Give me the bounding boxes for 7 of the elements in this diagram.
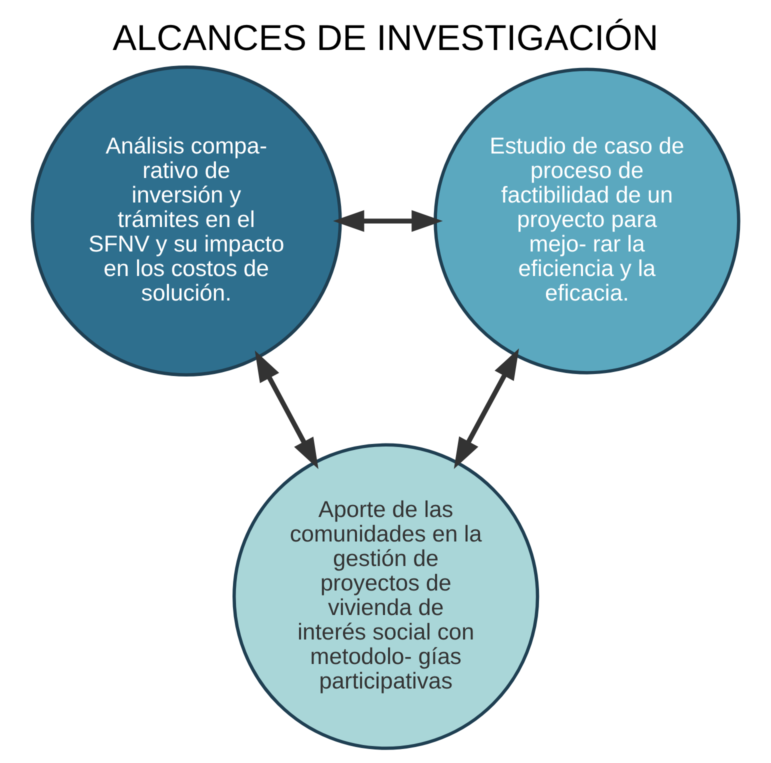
arrow [454, 348, 520, 469]
node-circle: Aporte de las comunidades en la gestión de proyectos de vivienda de interés social con metodolo- gías participativas [232, 443, 540, 750]
node-circle: Análisis compa- rativo de inversión y trámites en el SFNV y su impacto en los costos de solución. [30, 66, 342, 377]
node-circle: Estudio de caso de proceso de factibilidad de un proyecto para mejo- rar la eficiencia y la eficacia. [434, 68, 740, 374]
arrow [333, 210, 443, 232]
diagram-title: ALCANCES DE INVESTIGACIÓN [112, 17, 658, 58]
arrow [254, 350, 318, 470]
